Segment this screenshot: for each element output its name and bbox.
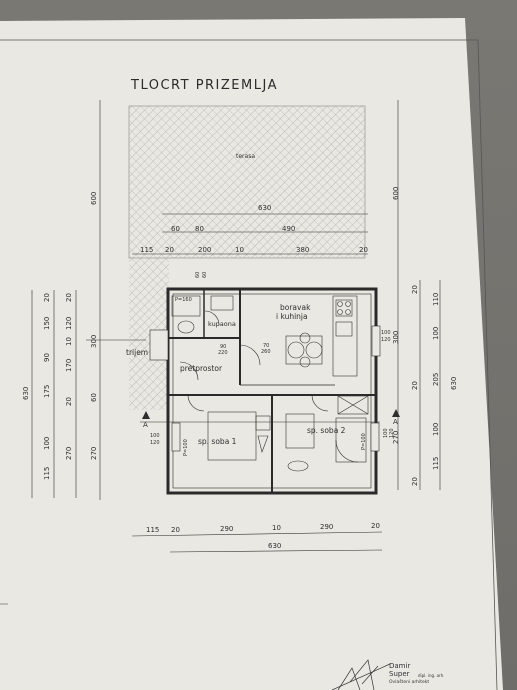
dim-left-170: 170	[65, 358, 73, 372]
door-label-70: 70	[263, 343, 270, 349]
dim-bottom-20b: 20	[371, 522, 380, 530]
dim-left-total-630: 630	[22, 386, 30, 400]
signature-stamp	[331, 659, 391, 690]
furniture	[171, 295, 369, 472]
section-marker-a-left: A	[143, 421, 148, 429]
house-walls	[149, 287, 381, 495]
dim-top-10: 10	[235, 246, 244, 254]
room-label-hallway: pretprostor	[180, 364, 223, 373]
room-label-living: boravak	[280, 303, 311, 312]
dimension-lines	[31, 100, 441, 553]
room-label-kitchen: i kuhinja	[276, 312, 308, 321]
door-label-p100-left: P=100	[183, 439, 189, 456]
dim-right-20b: 20	[411, 381, 419, 390]
dim-bottom-10: 10	[272, 524, 281, 532]
dim-left-60: 60	[90, 393, 98, 402]
signature-title: dipl. ing. arh.	[418, 673, 445, 678]
dim-left-20b: 20	[65, 293, 73, 302]
dim-bottom-630: 630	[268, 542, 282, 550]
dim-right-110: 110	[432, 292, 440, 306]
room-label-bedroom-2: sp. soba 2	[307, 426, 346, 435]
dim-right-115: 115	[432, 456, 440, 470]
dim-right-630: 630	[450, 376, 458, 390]
dim-top-490: 490	[282, 225, 296, 233]
dim-left-600: 600	[90, 191, 98, 205]
dim-top-630: 630	[258, 204, 272, 212]
dim-right-300: 300	[392, 330, 400, 344]
plan-title: TLOCRT PRIZEMLJA	[131, 78, 278, 93]
paper	[0, 18, 503, 690]
dim-top-60: 60	[171, 225, 180, 233]
window-label-60-b: 60	[202, 271, 208, 278]
dim-left-20a: 20	[43, 293, 51, 302]
dim-top-20b: 20	[359, 246, 368, 254]
dim-right-205: 205	[432, 372, 440, 386]
dim-bottom-115: 115	[146, 526, 160, 534]
door-label-p100-right: P=100	[361, 433, 367, 450]
window-label-120-right: 120	[381, 337, 391, 343]
section-markers	[142, 409, 400, 419]
dim-top-380: 380	[296, 246, 310, 254]
dim-right-20a: 20	[411, 285, 419, 294]
dim-left-90: 90	[43, 353, 51, 362]
dim-left-120: 120	[65, 316, 73, 330]
dim-left-300: 300	[90, 334, 98, 348]
dim-left-270b: 270	[90, 446, 98, 460]
room-label-porch: trijem	[126, 348, 149, 357]
dim-bottom-290a: 290	[220, 525, 234, 533]
window-label-100-left: 100	[150, 433, 160, 439]
signature-role: Ovlašteni arhitekt	[389, 680, 430, 685]
section-marker-a-right: A	[393, 418, 398, 426]
dim-top-80: 80	[195, 225, 204, 233]
window-label-100-right: 100	[381, 330, 391, 336]
door-label-260: 260	[261, 349, 271, 355]
dim-left-175: 175	[43, 384, 51, 398]
dim-left-150: 150	[43, 316, 51, 330]
dim-bottom-290b: 290	[320, 523, 334, 531]
room-label-bathroom: kupaona	[208, 320, 236, 328]
dim-right-100a: 100	[432, 326, 440, 340]
dim-right-20c: 20	[411, 477, 419, 486]
dim-right-600: 600	[392, 186, 400, 200]
room-label-terrace: terasa	[236, 153, 255, 160]
dim-top-115: 115	[140, 246, 154, 254]
room-label-bedroom-1: sp. soba 1	[198, 437, 237, 446]
signature-name-last: Super	[389, 670, 410, 678]
door-label-220: 220	[218, 350, 228, 356]
dim-left-270a: 270	[65, 446, 73, 460]
signature-name-first: Damir	[389, 662, 411, 670]
window-label-60-a: 60	[195, 271, 201, 278]
dim-right-270: 270	[392, 430, 400, 444]
dim-left-10: 10	[65, 337, 73, 346]
dim-top-20a: 20	[165, 246, 174, 254]
window-label-120-left: 120	[150, 440, 160, 446]
dim-left-115: 115	[43, 466, 51, 480]
dim-left-100: 100	[43, 436, 51, 450]
dim-left-20c: 20	[65, 397, 73, 406]
dim-top-200: 200	[198, 246, 212, 254]
door-label-p160: P=160	[175, 297, 192, 303]
door-label-90: 90	[220, 344, 227, 350]
dim-bottom-20a: 20	[171, 526, 180, 534]
dim-right-100b: 100	[432, 422, 440, 436]
